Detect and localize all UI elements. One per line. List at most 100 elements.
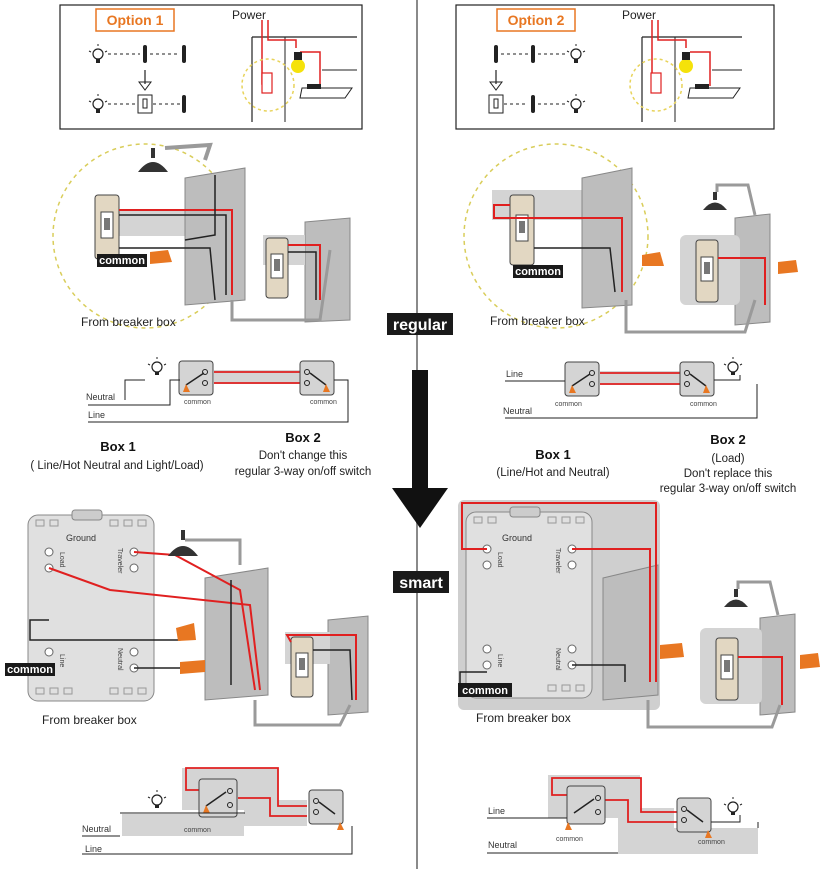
bulb-icon (88, 94, 108, 113)
bulb-icon (88, 44, 108, 63)
load-terminal-label: Load (58, 552, 65, 568)
regular-label: regular (393, 317, 447, 334)
wire-nut-icon (660, 643, 684, 659)
right-regular-schematic: Line Neutral common common (503, 357, 758, 419)
table-icon (687, 84, 741, 99)
box2-title: Box 2 (710, 432, 745, 447)
common-small-label: common (310, 399, 337, 406)
bulb-icon (566, 94, 586, 113)
switch-icon (494, 45, 498, 63)
wire-nut-icon (176, 623, 196, 641)
common-small-label: common (690, 401, 717, 408)
neutral-label: Neutral (488, 840, 517, 850)
center-divider: regular smart (387, 0, 453, 869)
smart-switch-icon (488, 94, 504, 114)
wall-panel (581, 167, 633, 309)
right-regular-wiring: common From breaker box (463, 143, 798, 334)
box2-title: Box 2 (285, 430, 320, 445)
line-terminal-label: Line (58, 654, 65, 667)
traveler-terminal-label: Traveler (116, 548, 123, 574)
box2-line3: regular 3-way on/off switch (660, 483, 797, 495)
smart-switch-icon (650, 72, 662, 94)
left-smart-schematic: Neutral Line common (82, 767, 353, 855)
common-small-label: common (184, 827, 211, 834)
common-small-label: common (556, 836, 583, 843)
common-label: common (515, 266, 561, 278)
bulb-icon (147, 357, 167, 375)
wire-nut-icon (150, 250, 172, 264)
line-terminal-label: Line (496, 654, 503, 667)
ceiling-lamp-icon (724, 589, 748, 607)
smart-label: smart (399, 575, 443, 592)
switch-device (94, 194, 120, 260)
ceiling-lamp-icon (703, 192, 727, 210)
bulb-icon (147, 790, 167, 808)
down-arrow-icon (392, 488, 448, 528)
common-label: common (99, 255, 145, 267)
wall-panel (759, 613, 796, 716)
light-bulb-icon (291, 52, 305, 73)
switch-device (265, 237, 289, 299)
common-small-label: common (698, 839, 725, 846)
switch-device (695, 239, 719, 303)
arrow-down-icon (489, 70, 503, 91)
neutral-terminal-label: Neutral (116, 648, 123, 671)
option-1-panel: Option 1 Power (59, 4, 363, 130)
right-smart-wiring: Ground Load Traveler Line Neutral common… (458, 500, 820, 729)
common-tag (5, 663, 55, 676)
ceiling-lamp-icon (168, 530, 198, 556)
switch-device (290, 636, 314, 698)
left-smart-wiring: Ground Load Traveler Line Neutral common… (5, 509, 369, 727)
box1-title: Box 1 (100, 439, 135, 454)
switch-device (509, 194, 535, 266)
line-label: Line (88, 410, 105, 420)
power-label: Power (622, 8, 656, 22)
box1-subtitle: ( Line/Hot Neutral and Light/Load) (30, 460, 203, 472)
left-captions: Box 1 ( Line/Hot Neutral and Light/Load)… (30, 430, 371, 478)
common-label: common (462, 685, 508, 697)
switch-icon (182, 95, 186, 113)
smart-switch-icon (137, 94, 153, 114)
option-2-title: Option 2 (508, 12, 565, 28)
ground-label: Ground (66, 533, 96, 543)
neutral-terminal-label: Neutral (554, 648, 561, 671)
bulb-icon (566, 44, 586, 63)
power-label: Power (232, 8, 266, 22)
box2-line1: Don't change this (259, 450, 348, 462)
switch-icon (143, 45, 147, 63)
regular-tag (387, 313, 453, 335)
common-label: common (7, 664, 53, 676)
switch-icon (531, 45, 535, 63)
wall-panel (184, 167, 246, 306)
neutral-label: Neutral (82, 824, 111, 834)
ceiling-lamp-icon (138, 148, 168, 172)
common-tag (458, 683, 512, 697)
box2-line1: (Load) (711, 453, 744, 465)
option-2-panel: Option 2 Power (455, 4, 775, 130)
neutral-label: Neutral (86, 392, 115, 402)
switch-device (715, 637, 739, 701)
left-regular-wiring: common From breaker box (52, 142, 351, 329)
bulb-icon (723, 357, 743, 375)
box1-subtitle: (Line/Hot and Neutral) (496, 467, 609, 479)
from-breaker-label: From breaker box (490, 314, 585, 328)
ground-label: Ground (502, 533, 532, 543)
wire-nut-icon (778, 260, 798, 274)
from-breaker-label: From breaker box (42, 713, 137, 727)
common-tag (97, 254, 147, 267)
traveler-terminal-label: Traveler (554, 548, 561, 574)
smart-switch-icon (261, 72, 273, 94)
smart-tag (393, 571, 449, 593)
common-small-label: common (555, 401, 582, 408)
neutral-label: Neutral (503, 406, 532, 416)
switch-icon (182, 45, 186, 63)
box1-title: Box 1 (535, 447, 570, 462)
line-label: Line (488, 806, 505, 816)
right-smart-schematic: Line Neutral common common (487, 775, 759, 854)
box2-line2: Don't replace this (684, 468, 773, 480)
switch-icon (531, 95, 535, 113)
load-terminal-label: Load (496, 552, 503, 568)
common-tag (513, 265, 563, 278)
common-small-label: common (184, 399, 211, 406)
